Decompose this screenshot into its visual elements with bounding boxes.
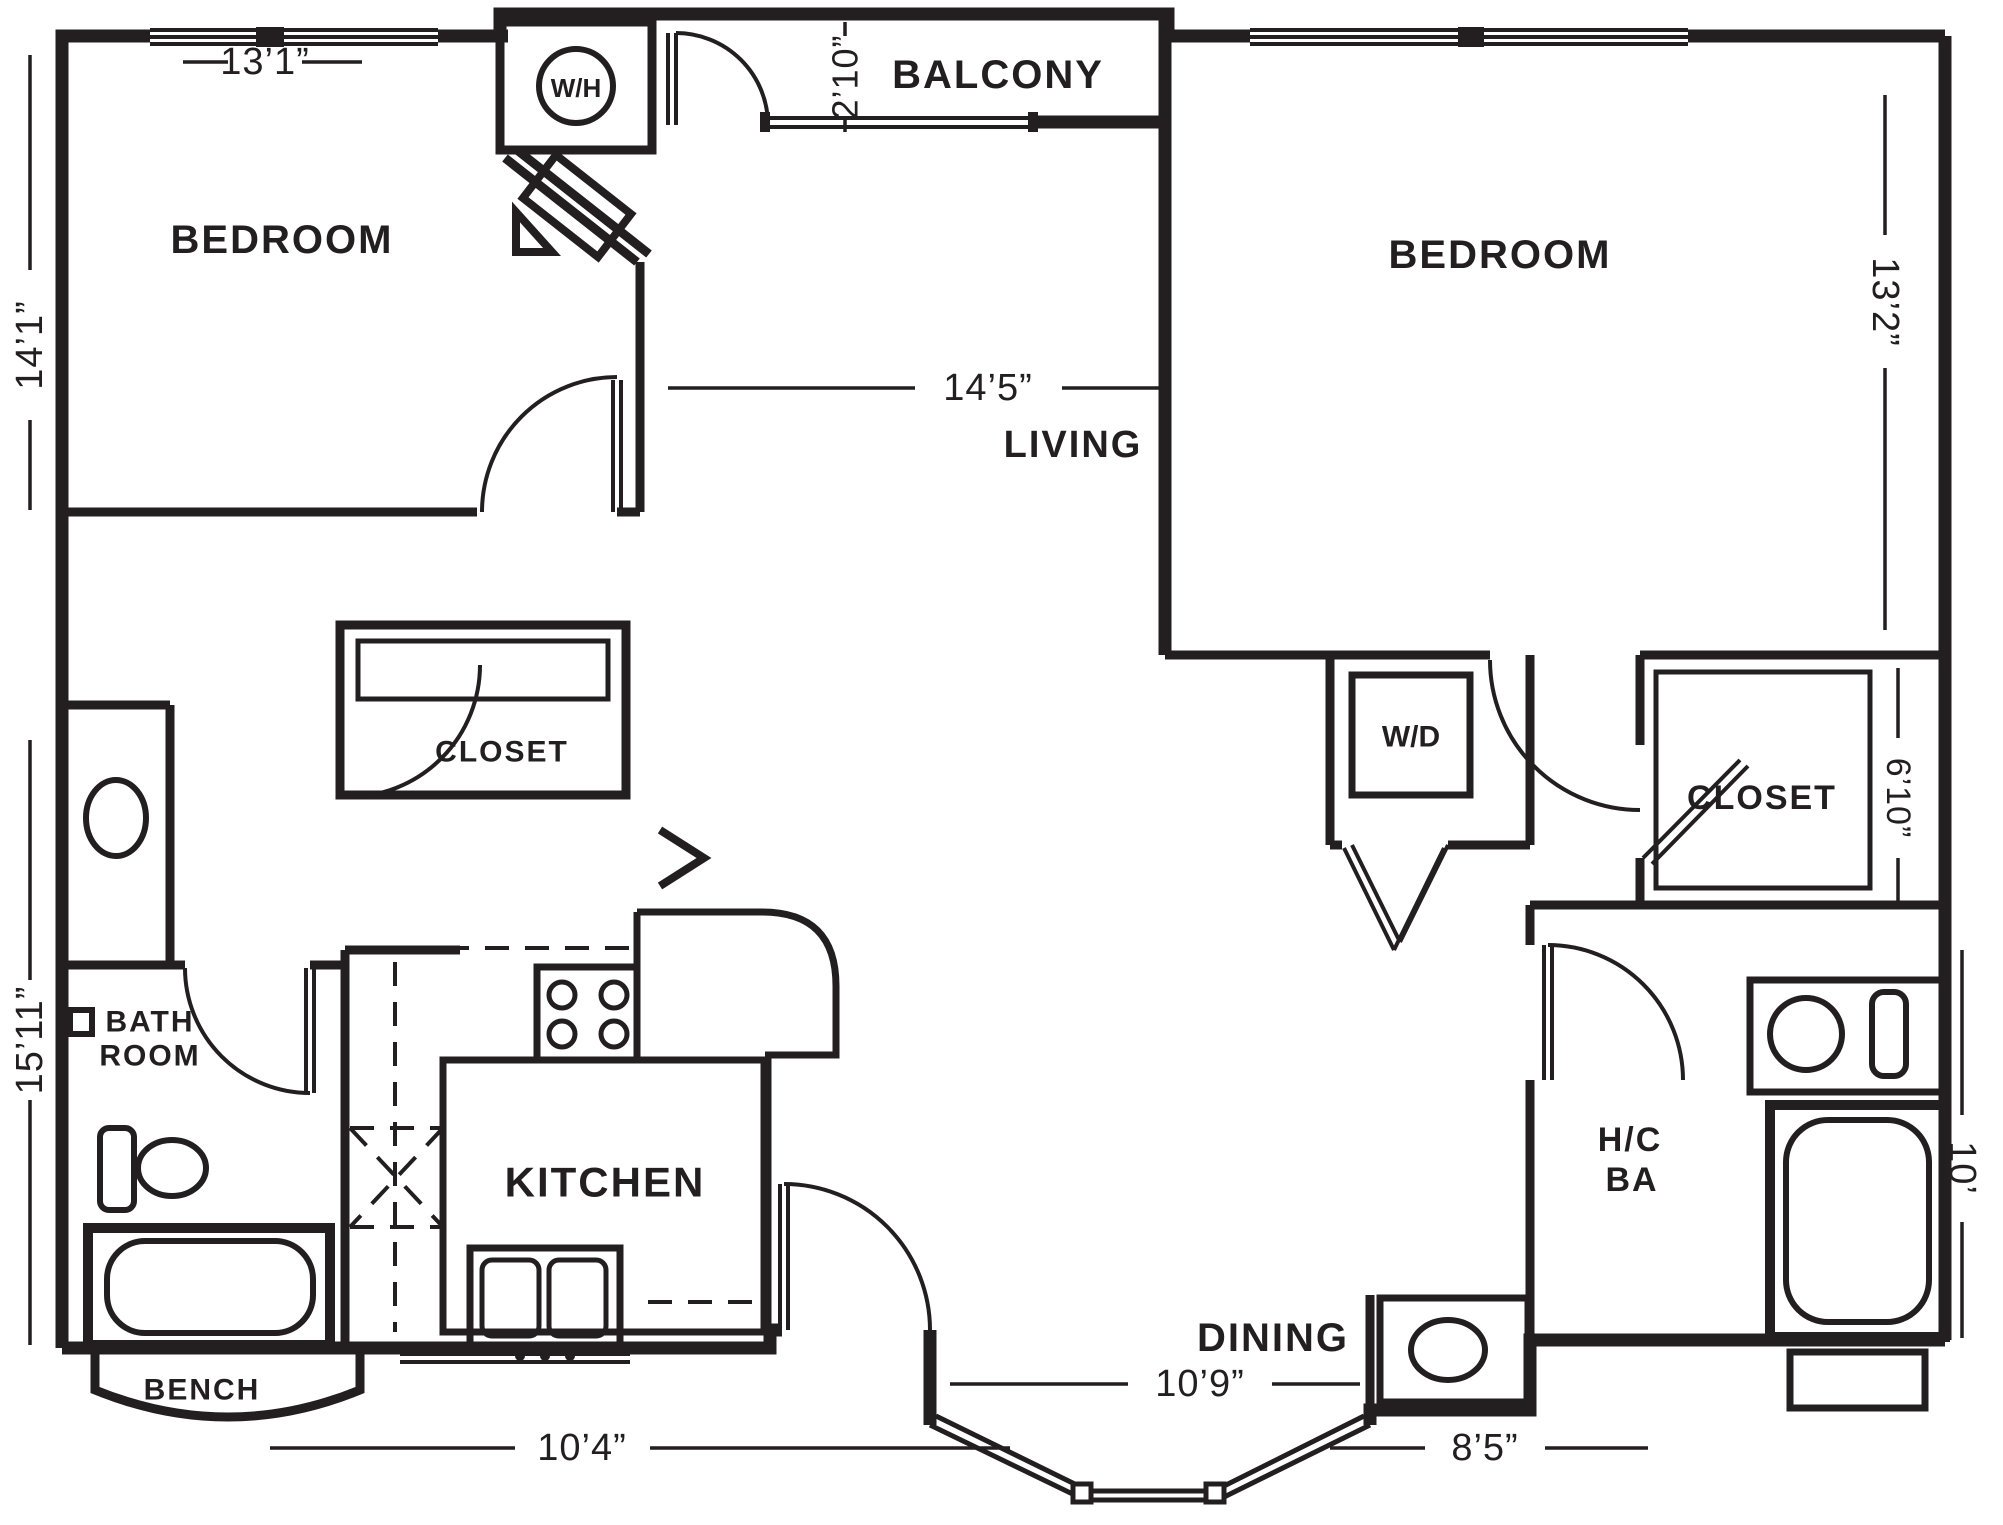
kitchen-sink-basin-left <box>479 1257 542 1339</box>
window-top-left-mullion <box>256 27 284 47</box>
burner-2 <box>598 979 630 1011</box>
closet-right-door-leaf <box>1641 758 1750 866</box>
label-bath-line2: ROOM <box>99 1040 200 1073</box>
wall-left <box>55 29 150 1348</box>
label-closet-right: CLOSET <box>1687 779 1837 817</box>
window-top-left <box>150 28 438 46</box>
vanity-nook-walls <box>62 700 175 965</box>
label-water-heater: W/H <box>551 73 602 103</box>
bedroom-left-door-arc <box>480 375 618 513</box>
bath-left-door-leaf <box>304 968 316 1093</box>
bench-outline <box>90 1348 365 1422</box>
dim-13-2: 13’2” <box>1864 257 1906 347</box>
kitchen-sink <box>466 1244 624 1352</box>
toilet-right-counter <box>1376 1294 1532 1406</box>
wall-bottom-right <box>1363 1333 1945 1425</box>
bay-mullion-right <box>1203 1481 1227 1505</box>
sink-right <box>1767 995 1845 1073</box>
dim-14-1: 14’1” <box>9 300 51 390</box>
bath-right-door-arc <box>1547 943 1685 1081</box>
tp-holder <box>67 1007 95 1037</box>
closet-left-walls <box>335 620 631 800</box>
washer-dryer-bifold-doors <box>1342 844 1450 951</box>
bathtub-right <box>1765 1100 1950 1342</box>
window-top-right-mull <box>1458 27 1484 47</box>
balcony-door-arc <box>675 31 770 126</box>
faucet-dot-1 <box>515 1351 525 1361</box>
entry-door-arc <box>783 1182 932 1331</box>
toilet-left-tank <box>97 1125 137 1213</box>
washer-dryer <box>1348 671 1474 799</box>
bath-right-door-leaf <box>1542 945 1554 1080</box>
bedroom-left-door-leaf <box>611 380 623 512</box>
bathtub-left-inner <box>104 1238 316 1336</box>
dim-10-4: 10’4” <box>537 1427 627 1469</box>
label-dining: DINING <box>1197 1316 1349 1360</box>
label-bath-line1: BATH <box>105 1006 194 1039</box>
dim-8-5: 8’5” <box>1451 1427 1518 1469</box>
closet-left-shelf <box>355 638 611 702</box>
fixtures <box>67 46 1950 1406</box>
bedroom-right-door-arc <box>1488 659 1641 812</box>
sink-counter-right <box>1746 976 1949 1096</box>
burner-1 <box>546 979 578 1011</box>
fireplace-corner-detail <box>512 149 637 263</box>
label-balcony: BALCONY <box>892 53 1104 97</box>
closet-left-door-arc <box>347 664 482 799</box>
bay-window <box>928 1413 1372 1505</box>
dashed-counters <box>348 946 760 1332</box>
entry-door-leaf <box>778 1184 790 1330</box>
balcony-door-leaf <box>666 33 678 125</box>
interior-walls <box>62 17 1945 1422</box>
window-kitchen-sill <box>400 1352 630 1364</box>
burner-4 <box>598 1018 630 1050</box>
refrigerator-space-x <box>348 1126 445 1229</box>
vanity-sink-left <box>83 777 149 859</box>
bathtub-right-inner <box>1783 1117 1932 1325</box>
balcony-railing <box>770 116 1030 129</box>
door-stop-chevron <box>657 826 712 890</box>
kitchen-sink-basin-right <box>546 1257 609 1339</box>
dim-14-5: 14’5” <box>943 367 1033 409</box>
window-box-under-tub <box>1786 1348 1929 1412</box>
washer-dryer-closet-walls <box>1325 655 1535 850</box>
wall-bottom-left <box>62 1323 782 1355</box>
diagonal-corner-wall <box>502 146 652 266</box>
label-washer-dryer: W/D <box>1382 721 1440 754</box>
kitchen-counter-peninsula <box>633 908 840 1059</box>
faucet-dot-2 <box>540 1351 550 1361</box>
railing-cap-left <box>760 112 770 132</box>
label-bench: BENCH <box>144 1374 261 1407</box>
bay-mullion-left <box>1070 1481 1094 1505</box>
label-living: LIVING <box>1004 424 1143 466</box>
closet-right-shelf <box>1653 669 1873 891</box>
faucet-dot-3 <box>565 1351 575 1361</box>
dimension-lines <box>28 22 1964 1450</box>
dim-6-10: 6’10” <box>1879 758 1917 839</box>
label-closet-left: CLOSET <box>435 736 569 769</box>
label-bedroom-left: BEDROOM <box>171 218 394 262</box>
dim-10-9: 10’9” <box>1155 1363 1245 1405</box>
windows <box>150 27 1929 1412</box>
soap-ledge-right <box>1869 989 1909 1079</box>
dim-13-1: 13’1” <box>220 41 310 83</box>
label-bedroom-right: BEDROOM <box>1389 233 1612 277</box>
dim-10: 10’ <box>1941 1141 1983 1195</box>
label-ba: BA <box>1605 1161 1658 1199</box>
burner-3 <box>546 1018 578 1050</box>
label-kitchen: KITCHEN <box>505 1159 706 1206</box>
label-hc: H/C <box>1598 1121 1663 1159</box>
water-heater <box>536 46 616 126</box>
dim-2-10: 2’10” <box>825 34 866 119</box>
doors <box>183 31 1750 1331</box>
dim-15-11: 15’11” <box>9 986 51 1095</box>
toilet-left-bowl <box>135 1137 209 1199</box>
bath-left-door-arc <box>183 967 311 1095</box>
water-heater-closet <box>495 17 657 155</box>
railing-cap-right <box>1028 112 1038 132</box>
toilet-right-bowl <box>1408 1317 1488 1383</box>
bathtub-left <box>83 1223 335 1350</box>
